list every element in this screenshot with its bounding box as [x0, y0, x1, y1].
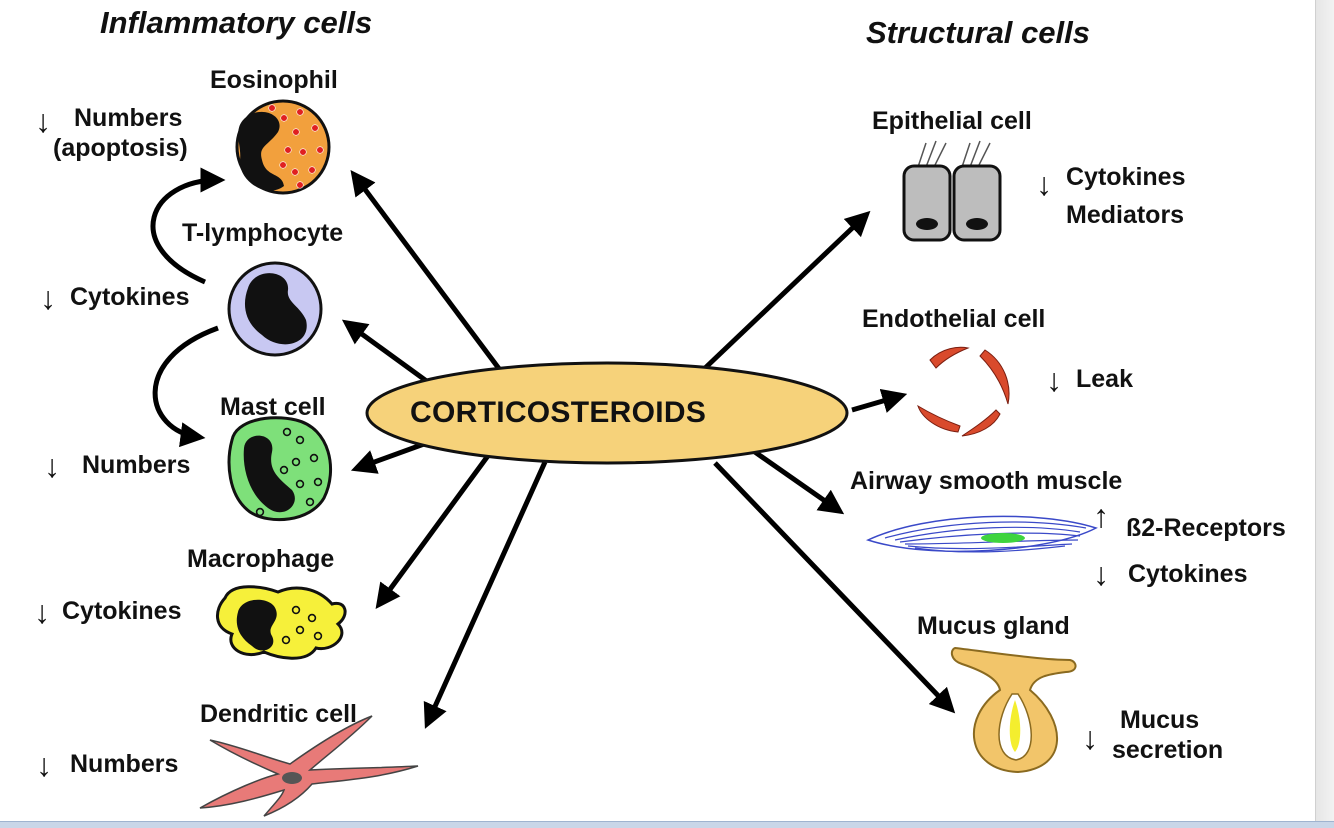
t-lymphocyte-down-arrow: ↓ — [40, 280, 56, 316]
mast-cell-name: Mast cell — [220, 393, 326, 421]
macrophage-shape — [216, 585, 347, 660]
dendritic-cell-down-arrow: ↓ — [36, 747, 52, 783]
mucus-gland-down-arrow: ↓ — [1082, 720, 1098, 756]
endothelial-effect-leak: Leak — [1076, 365, 1133, 393]
epithelial-cell-name: Epithelial cell — [872, 107, 1032, 135]
mucus-gland-effect-secretion: secretion — [1112, 736, 1224, 764]
arrow-to-endothelial-cell — [851, 388, 908, 413]
smooth-muscle-down-arrow: ↓ — [1093, 556, 1109, 592]
macrophage-name: Macrophage — [187, 545, 335, 573]
mucus-gland-name: Mucus gland — [917, 612, 1070, 640]
t-lymphocyte-shape — [227, 261, 323, 357]
smooth-muscle-up-arrow: ↑ — [1093, 498, 1109, 534]
vertical-scrollbar[interactable] — [1315, 0, 1334, 822]
smooth-muscle-effect-cytokines: Cytokines — [1128, 560, 1248, 588]
structural-cells-heading: Structural cells — [866, 15, 1090, 50]
arrow-t-cell-to-eosinophil — [150, 167, 226, 285]
bottom-status-strip — [0, 821, 1334, 828]
mast-cell-effect-numbers: Numbers — [82, 451, 191, 479]
eosinophil-shape — [235, 99, 331, 195]
arrow-to-mucus-gland — [713, 461, 956, 714]
corticosteroids-label: CORTICOSTEROIDS — [410, 396, 707, 429]
arrow-to-eosinophil — [350, 169, 503, 372]
smooth-muscle-effect-receptors: ß2-Receptors — [1126, 514, 1286, 542]
epithelial-effect-mediators: Mediators — [1066, 201, 1185, 229]
dendritic-cell-shape — [199, 715, 419, 817]
eosinophil-down-arrow: ↓ — [35, 103, 51, 139]
eosinophil-name: Eosinophil — [210, 66, 338, 94]
smooth-muscle-shape — [865, 515, 1098, 553]
arrow-to-epithelial-cell — [701, 210, 871, 372]
arrow-t-cell-to-mast-cell — [152, 325, 219, 448]
endothelial-cell-shape — [917, 346, 1010, 437]
corticosteroids-diagram — [150, 99, 1098, 817]
inflammatory-cells-heading: Inflammatory cells — [100, 5, 373, 40]
connector-arrows — [150, 167, 956, 729]
arrow-to-macrophage — [375, 451, 493, 610]
arrow-to-smooth-muscle — [750, 447, 845, 515]
t-lymphocyte-effect-cytokines: Cytokines — [70, 283, 190, 311]
epithelial-down-arrow: ↓ — [1036, 166, 1052, 202]
mast-cell-down-arrow: ↓ — [44, 448, 60, 484]
endothelial-cell-name: Endothelial cell — [862, 305, 1046, 333]
eosinophil-effect-numbers: Numbers — [74, 104, 183, 132]
dendritic-cell-name: Dendritic cell — [200, 700, 357, 728]
eosinophil-effect-apoptosis: (apoptosis) — [53, 134, 188, 162]
mucus-gland-shape — [950, 646, 1077, 774]
epithelial-effect-cytokines: Cytokines — [1066, 163, 1186, 191]
dendritic-cell-effect-numbers: Numbers — [70, 750, 179, 778]
arrow-to-t-lymphocyte — [341, 319, 434, 388]
smooth-muscle-name: Airway smooth muscle — [850, 467, 1123, 495]
mucus-gland-effect-mucus: Mucus — [1120, 706, 1200, 734]
epithelial-cell-shape — [902, 140, 1002, 242]
mast-cell-shape — [227, 416, 332, 522]
corticosteroids-ellipse — [365, 361, 849, 465]
endothelial-down-arrow: ↓ — [1046, 362, 1062, 398]
arrow-to-dendritic-cell — [423, 460, 548, 729]
macrophage-effect-cytokines: Cytokines — [62, 597, 182, 625]
macrophage-down-arrow: ↓ — [34, 594, 50, 630]
t-lymphocyte-name: T-lymphocyte — [182, 219, 344, 247]
